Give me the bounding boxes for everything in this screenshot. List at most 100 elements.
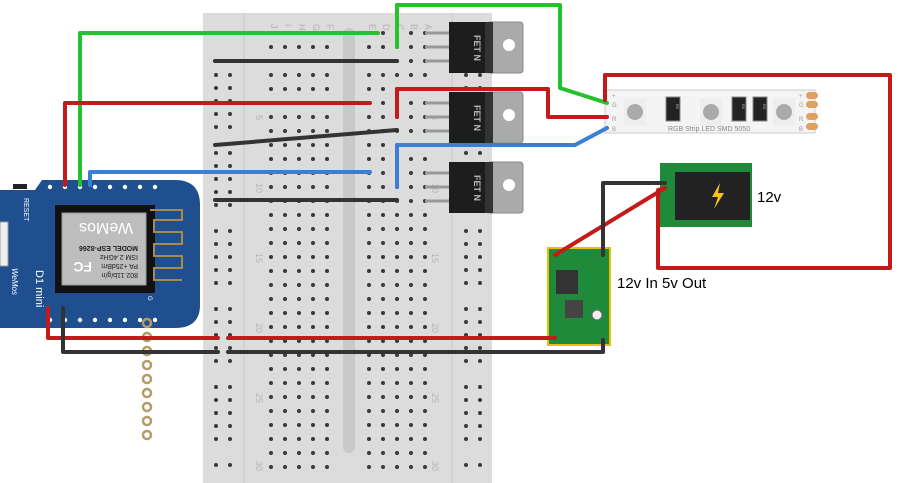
breadboard-hole[interactable]: [297, 73, 301, 77]
breadboard-hole[interactable]: [423, 227, 427, 231]
breadboard-hole[interactable]: [214, 411, 218, 415]
breadboard-hole[interactable]: [107, 184, 113, 190]
breadboard-hole[interactable]: [269, 367, 273, 371]
breadboard-hole[interactable]: [283, 465, 287, 469]
breadboard-hole[interactable]: [367, 423, 371, 427]
breadboard-hole[interactable]: [325, 311, 329, 315]
breadboard-hole[interactable]: [367, 227, 371, 231]
breadboard-hole[interactable]: [269, 157, 273, 161]
breadboard-hole[interactable]: [464, 359, 468, 363]
breadboard-hole[interactable]: [269, 465, 273, 469]
breadboard-hole[interactable]: [325, 185, 329, 189]
breadboard-hole[interactable]: [381, 143, 385, 147]
breadboard-hole[interactable]: [381, 437, 385, 441]
breadboard-hole[interactable]: [269, 437, 273, 441]
breadboard-hole[interactable]: [381, 157, 385, 161]
breadboard-hole[interactable]: [395, 409, 399, 413]
breadboard-hole[interactable]: [325, 157, 329, 161]
breadboard-hole[interactable]: [381, 395, 385, 399]
breadboard-hole[interactable]: [464, 463, 468, 467]
breadboard-hole[interactable]: [464, 385, 468, 389]
breadboard-hole[interactable]: [423, 269, 427, 273]
breadboard-hole[interactable]: [311, 409, 315, 413]
breadboard-hole[interactable]: [228, 255, 232, 259]
breadboard-hole[interactable]: [283, 269, 287, 273]
breadboard-hole[interactable]: [367, 325, 371, 329]
breadboard-hole[interactable]: [283, 129, 287, 133]
breadboard-hole[interactable]: [423, 311, 427, 315]
breadboard-hole[interactable]: [214, 385, 218, 389]
breadboard-hole[interactable]: [214, 359, 218, 363]
wire-black[interactable]: [601, 181, 667, 257]
breadboard-hole[interactable]: [409, 115, 413, 119]
breadboard-hole[interactable]: [409, 171, 413, 175]
breadboard-hole[interactable]: [311, 269, 315, 273]
breadboard-hole[interactable]: [409, 101, 413, 105]
breadboard-hole[interactable]: [283, 255, 287, 259]
breadboard-hole[interactable]: [214, 268, 218, 272]
breadboard-hole[interactable]: [283, 213, 287, 217]
wire-black[interactable]: [61, 306, 220, 354]
breadboard-hole[interactable]: [409, 45, 413, 49]
breadboard-hole[interactable]: [228, 398, 232, 402]
breadboard-hole[interactable]: [297, 451, 301, 455]
breadboard-hole[interactable]: [283, 45, 287, 49]
breadboard-hole[interactable]: [478, 229, 482, 233]
breadboard-hole[interactable]: [423, 297, 427, 301]
breadboard-hole[interactable]: [381, 45, 385, 49]
breadboard-hole[interactable]: [325, 45, 329, 49]
breadboard-hole[interactable]: [214, 164, 218, 168]
breadboard-hole[interactable]: [214, 281, 218, 285]
breadboard-hole[interactable]: [409, 409, 413, 413]
breadboard-hole[interactable]: [478, 398, 482, 402]
breadboard-hole[interactable]: [423, 451, 427, 455]
breadboard-hole[interactable]: [325, 381, 329, 385]
breadboard-hole[interactable]: [283, 185, 287, 189]
breadboard-hole[interactable]: [297, 269, 301, 273]
wire-green[interactable]: [78, 31, 380, 187]
breadboard-hole[interactable]: [409, 269, 413, 273]
breadboard-hole[interactable]: [283, 115, 287, 119]
breadboard-hole[interactable]: [311, 185, 315, 189]
breadboard-hole[interactable]: [478, 255, 482, 259]
breadboard-hole[interactable]: [367, 157, 371, 161]
breadboard-hole[interactable]: [381, 101, 385, 105]
breadboard-hole[interactable]: [409, 241, 413, 245]
breadboard-hole[interactable]: [381, 311, 385, 315]
wemos-d1-mini[interactable]: RESET 802.11b/g/n PA +25dBm ISM 2.4GHz M…: [0, 180, 200, 441]
breadboard-hole[interactable]: [228, 242, 232, 246]
potentiometer[interactable]: [591, 309, 603, 321]
wire-blue[interactable]: [88, 170, 372, 187]
breadboard-hole[interactable]: [228, 73, 232, 77]
breadboard-hole[interactable]: [367, 409, 371, 413]
breadboard-hole[interactable]: [297, 255, 301, 259]
breadboard-hole[interactable]: [269, 115, 273, 119]
breadboard-hole[interactable]: [311, 157, 315, 161]
breadboard-hole[interactable]: [409, 465, 413, 469]
breadboard-hole[interactable]: [367, 241, 371, 245]
breadboard-hole[interactable]: [409, 31, 413, 35]
breadboard-hole[interactable]: [423, 325, 427, 329]
breadboard-hole[interactable]: [297, 437, 301, 441]
breadboard-hole[interactable]: [214, 398, 218, 402]
breadboard-hole[interactable]: [325, 73, 329, 77]
breadboard-hole[interactable]: [311, 115, 315, 119]
breadboard-hole[interactable]: [464, 411, 468, 415]
breadboard-hole[interactable]: [269, 381, 273, 385]
breadboard-hole[interactable]: [214, 73, 218, 77]
breadboard-hole[interactable]: [311, 367, 315, 371]
mosfet[interactable]: FET N: [425, 161, 524, 214]
breadboard-hole[interactable]: [395, 213, 399, 217]
breadboard-hole[interactable]: [297, 185, 301, 189]
breadboard-hole[interactable]: [311, 213, 315, 217]
breadboard-hole[interactable]: [381, 87, 385, 91]
breadboard-hole[interactable]: [228, 125, 232, 129]
breadboard-hole[interactable]: [214, 255, 218, 259]
breadboard-hole[interactable]: [478, 151, 482, 155]
rgb-led-strip[interactable]: R1 R2 R3 RGB Strip LED SMD 5050 + G R B …: [604, 89, 818, 134]
breadboard-hole[interactable]: [269, 269, 273, 273]
breadboard-hole[interactable]: [409, 325, 413, 329]
breadboard-hole[interactable]: [92, 317, 98, 323]
breadboard-hole[interactable]: [214, 151, 218, 155]
breadboard-hole[interactable]: [283, 143, 287, 147]
